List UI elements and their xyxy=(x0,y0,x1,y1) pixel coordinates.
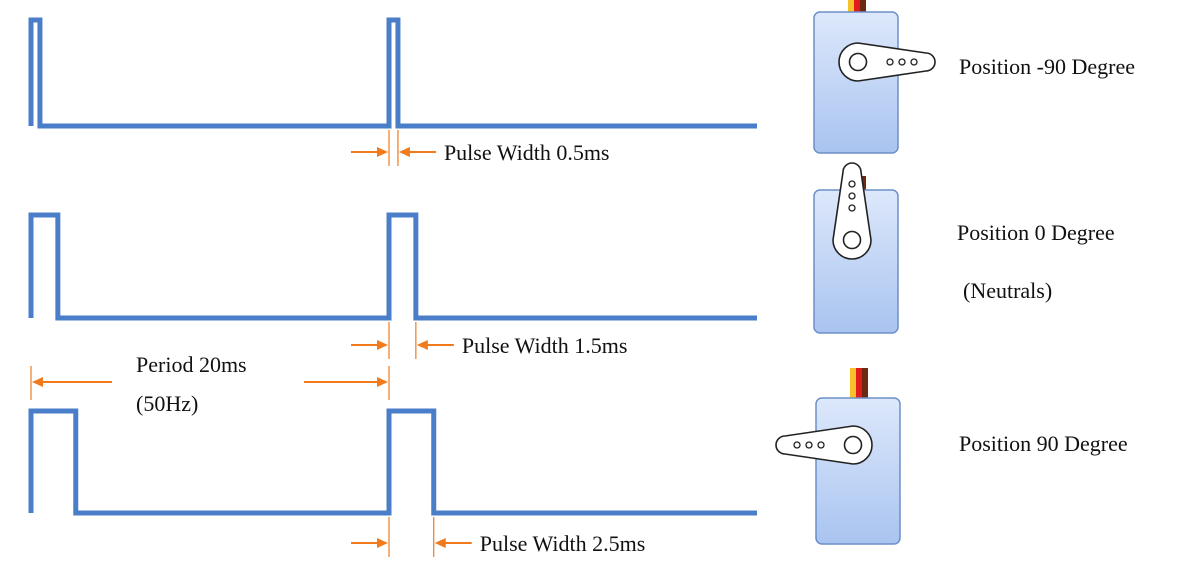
horn-hub xyxy=(842,230,862,250)
frequency-label: (50Hz) xyxy=(136,391,198,416)
servo-body xyxy=(815,397,901,545)
servo-horn-icon xyxy=(832,162,872,260)
pulse-width-dimension-1-5ms xyxy=(351,322,454,359)
pulse-width-label-0-5ms: Pulse Width 0.5ms xyxy=(444,140,610,165)
pwm-waveform-0-5ms xyxy=(28,17,757,129)
period-annotation: Period 20ms (50Hz) xyxy=(30,352,390,416)
arrowhead-left xyxy=(416,340,428,350)
waveform-row-plus90: Pulse Width 2.5ms xyxy=(28,408,757,557)
servo-body xyxy=(813,11,899,154)
servo-horn-icon xyxy=(775,425,873,465)
waveform-row-zero: Pulse Width 1.5ms xyxy=(28,212,757,359)
arrowhead-right xyxy=(377,147,388,157)
waveform-row-minus90: Pulse Width 0.5ms xyxy=(28,17,757,166)
servo-wire xyxy=(856,368,862,400)
horn-hole xyxy=(805,441,813,449)
arrowhead-right xyxy=(377,538,388,548)
pulse-width-dimension-0-5ms xyxy=(351,130,436,166)
servo-wire xyxy=(862,368,868,400)
horn-hole xyxy=(848,192,856,200)
arrowhead-left xyxy=(398,147,410,157)
pwm-waveform-1-5ms xyxy=(28,212,757,321)
arrowhead-left xyxy=(32,377,43,387)
arrowhead-left xyxy=(434,538,446,548)
position-label-minus90: Position -90 Degree xyxy=(959,54,1135,79)
horn-hole xyxy=(886,58,894,66)
arrowhead-right xyxy=(377,377,388,387)
horn-hub xyxy=(848,52,868,72)
pulse-width-dimension-2-5ms xyxy=(351,517,472,557)
servo-wire xyxy=(848,0,854,14)
period-dimension-arrows xyxy=(30,366,390,400)
servo-icon xyxy=(813,0,936,154)
period-label: Period 20ms xyxy=(136,352,247,377)
servo-wire xyxy=(854,0,860,14)
pulse-width-label-1-5ms: Pulse Width 1.5ms xyxy=(462,333,628,358)
horn-hole xyxy=(848,180,856,188)
horn-hole xyxy=(817,441,825,449)
servo-wire xyxy=(850,368,856,400)
servo-wire xyxy=(860,0,866,14)
arrowhead-right xyxy=(377,340,388,350)
horn-hole xyxy=(910,58,918,66)
servo-horn-icon xyxy=(838,42,936,82)
position-note-neutrals: (Neutrals) xyxy=(963,278,1052,303)
servo-icon xyxy=(775,368,901,545)
horn-hole xyxy=(793,441,801,449)
servo-icon xyxy=(813,162,899,334)
position-label-plus90: Position 90 Degree xyxy=(959,431,1128,456)
pwm-waveform-2-5ms xyxy=(28,408,757,516)
horn-hole xyxy=(898,58,906,66)
horn-hole xyxy=(848,204,856,212)
horn-hub xyxy=(843,435,863,455)
pulse-width-label-2-5ms: Pulse Width 2.5ms xyxy=(480,531,646,556)
position-label-zero: Position 0 Degree xyxy=(957,220,1115,245)
